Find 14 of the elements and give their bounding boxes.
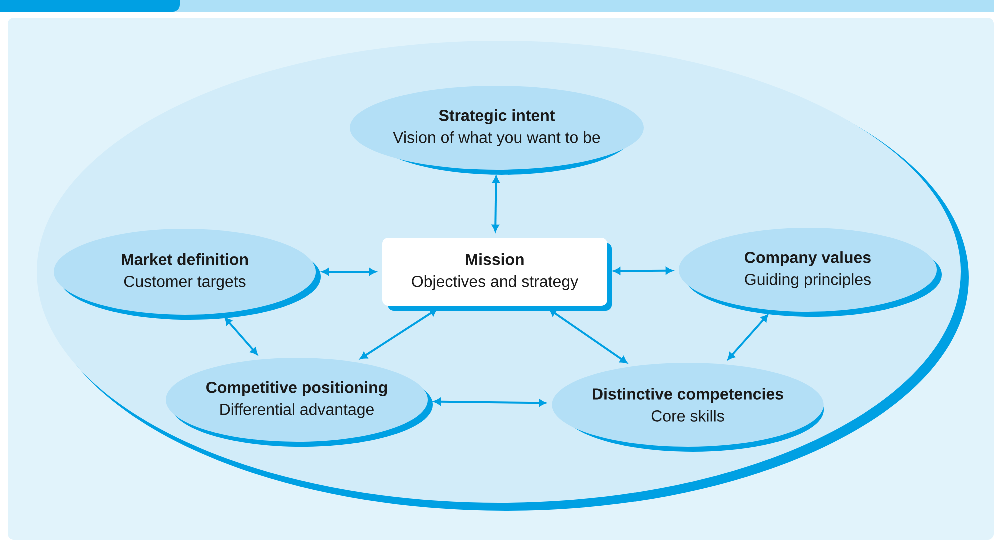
ellipse-node: Company values Guiding principles: [679, 228, 942, 317]
ellipse-node: Distinctive competencies Core skills: [552, 363, 824, 452]
arrow: [360, 309, 438, 360]
arrow: [728, 314, 768, 360]
arrow: [492, 176, 500, 232]
ellipse-node: Strategic intent Vision of what you want to be: [350, 86, 644, 175]
arrow: [434, 398, 546, 407]
mission-box: Mission Objectives and strategy: [382, 238, 612, 311]
ellipse-node: Competitive positioning Differential advantage: [166, 358, 433, 447]
arrow: [322, 268, 376, 276]
arrow: [549, 309, 628, 364]
arrow: [224, 318, 258, 356]
arrow: [614, 267, 673, 275]
ellipse-node: Market definition Customer targets: [54, 229, 321, 320]
